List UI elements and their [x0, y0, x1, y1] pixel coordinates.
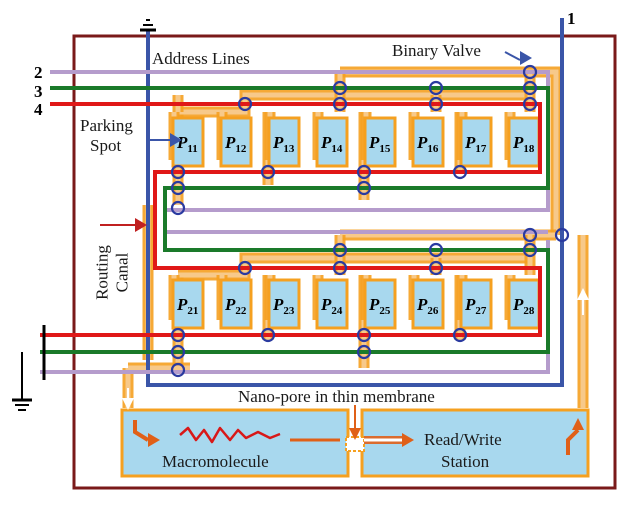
binary-valve-r1-13: [356, 180, 372, 196]
binary-valve-r2-6: [332, 260, 348, 276]
parking-spot-26: P26: [411, 278, 445, 330]
chip-frame: [72, 34, 617, 490]
parking-spot-12: P12: [219, 116, 253, 168]
parking-spot-box: [459, 278, 493, 330]
line-number-2: 2: [34, 63, 43, 82]
binary-valve-r2-4: [428, 242, 444, 258]
binary-valve-r2-2: [522, 242, 538, 258]
parking-spot-28: P28: [507, 278, 541, 330]
parking-spot-box: [315, 278, 349, 330]
routing-canal-label-line2: Canal: [112, 252, 132, 293]
parking-spot-25: P25: [363, 278, 397, 330]
curve-arrow-right-head: [572, 418, 584, 430]
parking-spot-16: P16: [411, 116, 445, 168]
macromolecule-chamber: [120, 408, 350, 478]
binary-valve-r2-10: [356, 327, 372, 343]
parking-spot-box: [171, 278, 205, 330]
address-line-1: [146, 18, 564, 387]
binary-valve-r2-5: [237, 260, 253, 276]
binary-valve-r1-10: [356, 164, 372, 180]
binary-valve-r2-1: [554, 227, 570, 243]
address-line-3: [40, 86, 550, 354]
parking-spot-box: [507, 116, 541, 168]
parking-spot-box: [315, 116, 349, 168]
parking-spot-22: P22: [219, 278, 253, 330]
binary-valve-r1-2: [522, 96, 538, 112]
routing-canal-label-line1: Routing: [92, 245, 112, 300]
binary-valve-r1-12: [170, 180, 186, 196]
parking-spot-box: [267, 116, 301, 168]
parking-spot-box: [459, 116, 493, 168]
address-line-4: [40, 102, 542, 337]
binary-valve-r1-9: [260, 164, 276, 180]
rw-station-label-line2: Station: [441, 452, 490, 471]
binary-valve-callout-head: [520, 51, 532, 65]
binary-valve-r1-7: [428, 96, 444, 112]
parking-spot-24: P24: [315, 278, 349, 330]
curve-arrow-left-head: [148, 433, 160, 447]
binary-valve-r1-11: [452, 164, 468, 180]
inlet-arrow-head: [122, 398, 134, 410]
binary-valve-r1-14: [170, 200, 186, 216]
binary-valve-r1-6: [332, 96, 348, 112]
parking-spot-15: P15: [363, 116, 397, 168]
parking-spot-box: [363, 278, 397, 330]
macromolecule-label: Macromolecule: [162, 452, 269, 471]
line-number-1: 1: [567, 9, 576, 28]
binary-valve-r2-11: [452, 327, 468, 343]
parking-spot-box: [267, 278, 301, 330]
parking-spot-box: [219, 116, 253, 168]
binary-valve-r1-3: [332, 80, 348, 96]
parking-spot-11: P11: [171, 116, 205, 168]
parking-spot-13: P13: [267, 116, 301, 168]
parking-spot-23: P23: [267, 278, 301, 330]
binary-valve-r1-1: [522, 80, 538, 96]
binary-valve-label: Binary Valve: [392, 41, 481, 60]
parking-spot-17: P17: [459, 116, 493, 168]
binary-valve-r2-3: [332, 242, 348, 258]
address-lines-label: Address Lines: [152, 49, 250, 68]
binary-valve-r1-5: [237, 96, 253, 112]
binary-valve-callout-arrow: [504, 51, 521, 61]
parking-spot-27: P27: [459, 278, 493, 330]
return-arrow-head: [577, 288, 589, 300]
flow-arrow-rw-head: [402, 433, 414, 447]
parking-spot-21: P21: [171, 278, 205, 330]
parking-spot-box: [411, 278, 445, 330]
curve-arrow-right: [566, 428, 580, 455]
line-number-3: 3: [34, 82, 43, 101]
parking-spot-box: [363, 116, 397, 168]
binary-valve-r2-12: [170, 344, 186, 360]
binary-valve-r2-7: [428, 260, 444, 276]
nanopore-label: Nano-pore in thin membrane: [238, 387, 435, 406]
binary-valve-r1-0: [522, 64, 538, 80]
binary-valve-r1-4: [428, 80, 444, 96]
macromolecule-strand: [179, 426, 281, 444]
nanopore-callout-head: [349, 428, 361, 440]
binary-valve-r2-0: [522, 227, 538, 243]
parking-spot-box: [411, 116, 445, 168]
binary-valve-r2-9: [260, 327, 276, 343]
line-number-4: 4: [34, 100, 43, 119]
parking-spot-callout-head: [170, 133, 182, 147]
parking-spot-box: [219, 278, 253, 330]
parking-spot-label-line2: Spot: [90, 136, 122, 155]
binary-valve-r2-13: [356, 344, 372, 360]
rw-station-label-line1: Read/Write: [424, 430, 502, 449]
routing-canal-callout-head: [135, 218, 147, 232]
binary-valve-r2-14: [170, 362, 186, 378]
binary-valve-r2-8: [170, 327, 186, 343]
curve-arrow-left: [133, 420, 150, 442]
parking-spot-18: P18: [507, 116, 541, 168]
binary-valve-r1-8: [170, 164, 186, 180]
parking-spot-label-line1: Parking: [80, 116, 133, 135]
parking-spot-14: P14: [315, 116, 349, 168]
